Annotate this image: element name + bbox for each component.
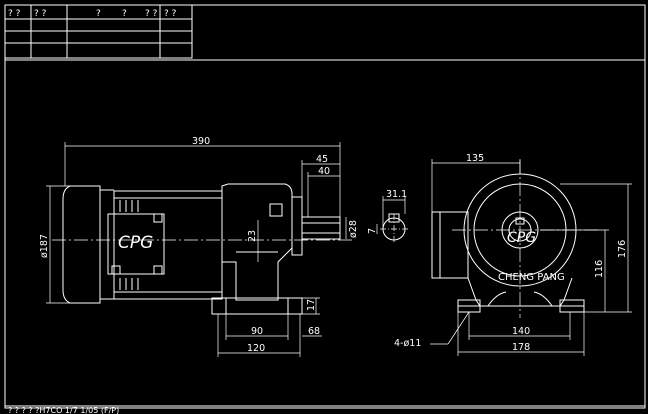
title-cell-5: ? ? xyxy=(145,9,158,19)
title-block xyxy=(4,4,193,59)
dim-foot-height: 17 xyxy=(306,299,317,311)
end-view-dimensions xyxy=(430,159,632,356)
dim-foot-spacing-outer: 120 xyxy=(247,343,265,354)
end-view-brand-name: CHENG PANG xyxy=(498,272,565,283)
dim-shaft-key-length: 40 xyxy=(318,166,330,177)
dim-overall-length: 390 xyxy=(192,136,210,147)
dim-shaft-diameter: ø28 xyxy=(348,220,359,238)
dim-bolt-holes: 4-ø11 xyxy=(394,338,421,349)
side-view-dimensions xyxy=(46,142,347,357)
title-cell-6: ? ? xyxy=(164,9,177,19)
end-view-brand-mark: CPG xyxy=(507,230,536,246)
title-cell-3: ? xyxy=(96,9,101,19)
dim-overall-width: 178 xyxy=(512,342,530,353)
drawing-border xyxy=(4,4,646,409)
shaft-section xyxy=(376,196,408,244)
title-cell-1: ? ? xyxy=(8,9,21,19)
dim-shaft-length: 45 xyxy=(316,154,328,165)
dim-key-width: 7 xyxy=(367,228,378,234)
dim-center-offset: 23 xyxy=(247,230,258,242)
dim-center-height: 116 xyxy=(594,260,605,278)
footer-text: ? ? ? ? ?H7CO 1/7 1/05 (F/P) xyxy=(8,406,119,414)
side-view-brand-mark: CPG xyxy=(118,233,153,253)
dim-motor-diameter: ø187 xyxy=(39,234,50,258)
title-cell-2: ? ? xyxy=(34,9,47,19)
dim-offset-width: 135 xyxy=(466,153,484,164)
dim-foot-spacing-inner: 90 xyxy=(251,326,263,337)
dim-foot-width: 68 xyxy=(308,326,320,337)
dim-overall-height: 176 xyxy=(617,240,628,258)
title-cell-4: ? xyxy=(122,9,127,19)
dim-key-height: 31.1 xyxy=(386,189,407,200)
side-view-motor xyxy=(62,183,341,315)
dim-foot-spacing: 140 xyxy=(512,326,530,337)
